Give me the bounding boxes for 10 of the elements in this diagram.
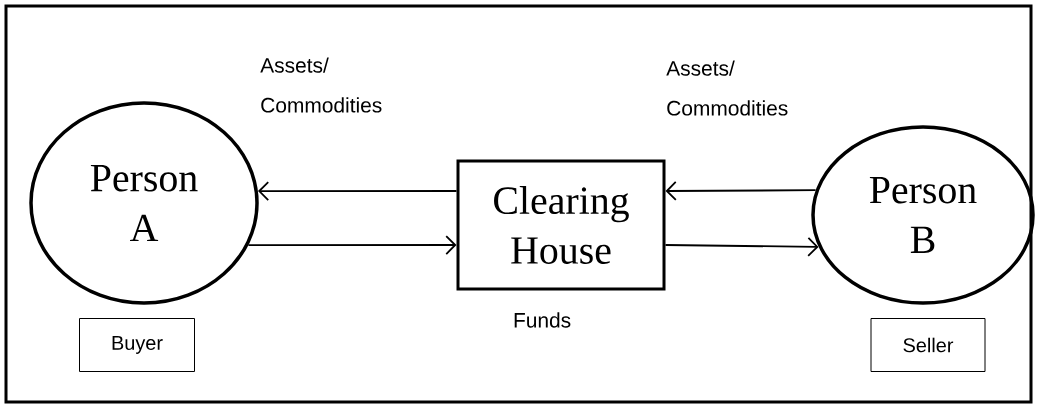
flow-label: Assets/ Commodities: [666, 60, 788, 116]
arrow: [247, 235, 457, 255]
arrow: [257, 181, 458, 201]
arrow: [665, 181, 817, 201]
flow-label: Funds: [514, 312, 571, 328]
role-box: Seller: [870, 318, 986, 372]
process-box: Clearing House: [456, 159, 666, 291]
flow-label: Assets/ Commodities: [260, 57, 382, 113]
role-box: Buyer: [79, 318, 195, 372]
arrow: [664, 236, 819, 257]
